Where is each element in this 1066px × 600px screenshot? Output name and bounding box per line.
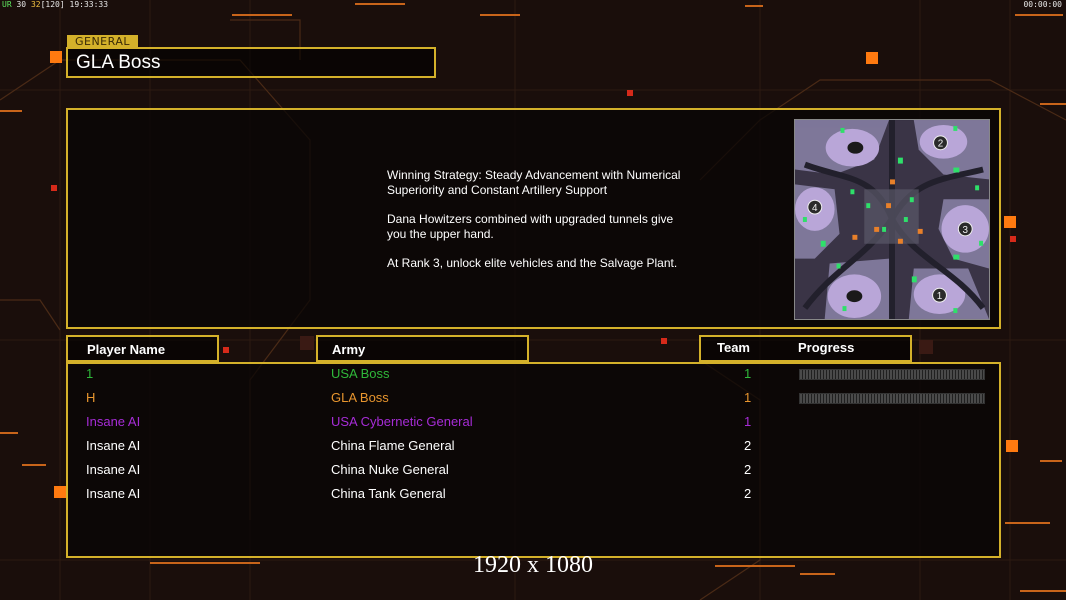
hud-frame-b: 120 [45, 0, 60, 9]
player-row-1: 1 USA Boss 1 [0, 366, 1066, 390]
briefing-paragraph-3: At Rank 3, unlock elite vehicles and the… [387, 256, 678, 270]
player-name: 1 [86, 366, 94, 381]
player-name: Insane AI [86, 438, 141, 453]
resolution-label: 1920 x 1080 [473, 552, 593, 578]
start-label-3: 3 [962, 225, 968, 236]
player-army: China Flame General [331, 438, 455, 453]
fps-readout: UR 30 32[120] 19:33:33 [2, 0, 109, 9]
game-timer: 00:00:00 [1023, 0, 1062, 9]
player-army: USA Cybernetic General [331, 414, 473, 429]
player-team: 2 [744, 486, 752, 501]
hud-clock: 19:33:33 [69, 0, 109, 9]
player-row-6: Insane AI China Tank General 2 [0, 486, 1066, 510]
player-row-5: Insane AI China Nuke General 2 [0, 462, 1066, 486]
player-row-3: Insane AI USA Cybernetic General 1 [0, 414, 1066, 438]
progress-bar [799, 393, 985, 404]
player-team: 1 [744, 366, 752, 381]
start-marker-2 [933, 135, 948, 151]
general-tag: GENERAL [67, 35, 138, 48]
player-army: China Tank General [331, 486, 446, 501]
player-name: Insane AI [86, 414, 141, 429]
header-team-progress: Team Progress [699, 335, 912, 362]
briefing-paragraph-1: Winning Strategy: Steady Advancement wit… [387, 168, 681, 197]
player-row-4: Insane AI China Flame General 2 [0, 438, 1066, 462]
player-name: Insane AI [86, 486, 141, 501]
player-team: 2 [744, 462, 752, 477]
briefing-paragraph-2: Dana Howitzers combined with upgraded tu… [387, 212, 674, 241]
supply-dots [802, 125, 984, 314]
briefing-text: Winning Strategy: Steady Advancement wit… [387, 168, 747, 285]
header-player-name: Player Name [66, 335, 219, 362]
start-label-2: 2 [938, 139, 944, 150]
title-frame [66, 47, 436, 78]
structure-dots [852, 179, 923, 244]
start-label-4: 4 [812, 203, 818, 214]
player-army: USA Boss [331, 366, 390, 381]
player-army: China Nuke General [331, 462, 449, 477]
minimap: 2 4 3 1 [794, 119, 990, 320]
page-title: GLA Boss [76, 52, 161, 73]
header-progress-label: Progress [798, 340, 855, 355]
player-name: Insane AI [86, 462, 141, 477]
start-marker-3 [957, 221, 973, 237]
header-army: Army [316, 335, 529, 362]
player-team: 2 [744, 438, 752, 453]
start-label-1: 1 [937, 291, 943, 302]
progress-bar [799, 369, 985, 380]
player-team: 1 [744, 390, 752, 405]
header-player-name-label: Player Name [87, 342, 166, 357]
player-army: GLA Boss [331, 390, 389, 405]
player-row-2: H GLA Boss 1 [0, 390, 1066, 414]
header-army-label: Army [332, 342, 366, 357]
player-team: 1 [744, 414, 752, 429]
player-name: H [86, 390, 96, 405]
hud-frame-a: 32 [30, 0, 41, 9]
start-marker-1 [932, 287, 947, 303]
hud-prefix: UR [2, 0, 12, 9]
hud-fps: 30 [16, 0, 27, 9]
header-team-label: Team [717, 340, 750, 355]
start-marker-4 [807, 199, 823, 215]
